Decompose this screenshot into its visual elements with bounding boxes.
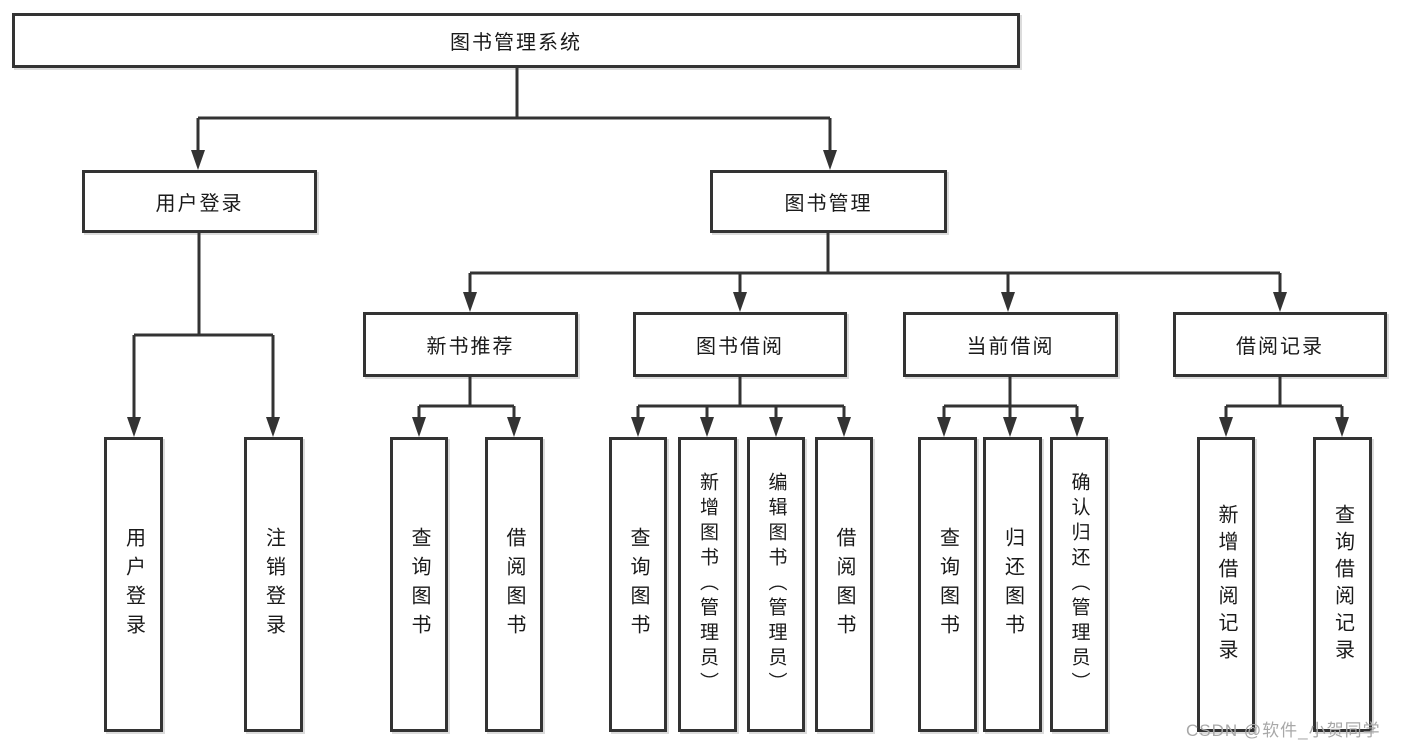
leaf-confirm-return-admin: 确认归还（管理员） [1050,437,1108,732]
leaf-edit-book-admin: 编辑图书（管理员） [747,437,805,732]
connector-bookborrow-to-leaves [631,377,851,437]
leaf-borrow-book-recommend: 借阅图书 [485,437,543,732]
leaf-query-borrow-record: 查询借阅记录 [1313,437,1372,732]
connector-borrowrecords-to-leaves [1219,377,1349,437]
csdn-watermark: CSDN @软件_小贺同学 [1186,721,1381,740]
leaf-query-book-current: 查询图书 [918,437,977,732]
leaf-user-login: 用户登录 [104,437,163,732]
connector-currentborrow-to-leaves [937,377,1084,437]
node-new-book-recommend: 新书推荐 [363,312,578,377]
leaf-query-book-recommend: 查询图书 [390,437,448,732]
node-user-login: 用户登录 [82,170,317,233]
leaf-add-borrow-record: 新增借阅记录 [1197,437,1255,732]
leaf-borrow-book-borrow: 借阅图书 [815,437,873,732]
connector-bookmgmt-to-level3 [463,233,1287,312]
node-borrow-records: 借阅记录 [1173,312,1387,377]
node-book-borrow: 图书借阅 [633,312,847,377]
connector-userlogin-to-leaves [127,233,280,437]
leaf-logout: 注销登录 [244,437,303,732]
node-book-management: 图书管理 [710,170,947,233]
connector-newbook-to-leaves [412,377,521,437]
leaf-add-book-admin: 新增图书（管理员） [678,437,737,732]
node-root-library-management-system: 图书管理系统 [12,13,1020,68]
leaf-return-book: 归还图书 [983,437,1042,732]
leaf-query-book-borrow: 查询图书 [609,437,667,732]
connector-root-to-level2 [191,68,837,170]
node-current-borrow: 当前借阅 [903,312,1118,377]
